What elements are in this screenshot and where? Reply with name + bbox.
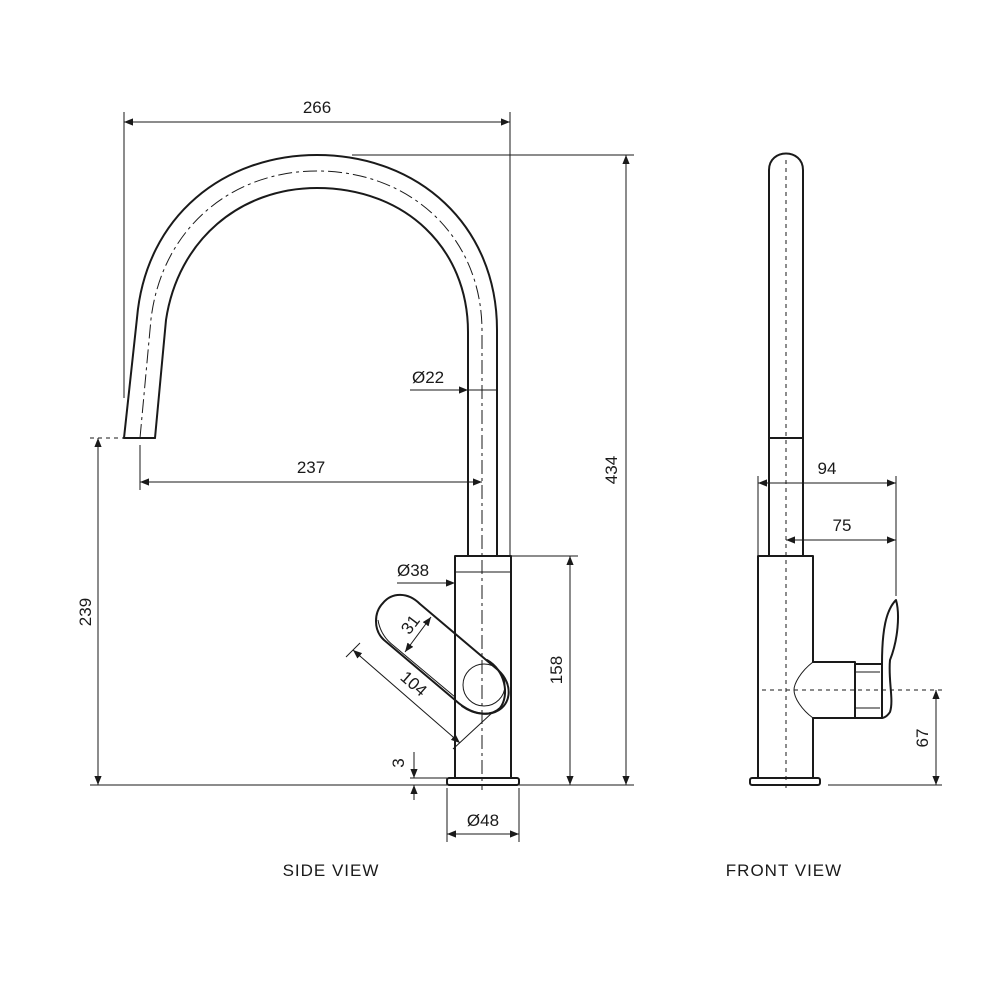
dim-body-height: 158 bbox=[547, 656, 566, 684]
spout-outer-edge bbox=[123, 154, 498, 557]
front-view-label: FRONT VIEW bbox=[726, 861, 842, 880]
spout-centerline bbox=[139, 170, 483, 790]
dim-handle-height: 67 bbox=[913, 729, 932, 748]
base-flange bbox=[446, 777, 520, 786]
dim-spout-diameter: Ø22 bbox=[412, 368, 444, 387]
dim-body-diameter: Ø38 bbox=[397, 561, 429, 580]
dim-line-handle-length bbox=[352, 649, 461, 744]
front-base-flange bbox=[749, 777, 821, 786]
dim-line-handle-width bbox=[404, 616, 432, 653]
dim-base-height: 3 bbox=[389, 758, 408, 767]
dim-outlet-height: 239 bbox=[76, 598, 95, 626]
front-spout bbox=[768, 152, 804, 557]
dim-overall-reach: 266 bbox=[303, 98, 331, 117]
dim-front-depth-total: 94 bbox=[818, 459, 837, 478]
side-view-label: SIDE VIEW bbox=[283, 861, 380, 880]
front-lever-handle bbox=[793, 599, 899, 719]
dim-outlet-reach: 237 bbox=[297, 458, 325, 477]
front-view: 94 75 67 FRONT VIEW bbox=[726, 152, 942, 880]
dim-overall-height: 434 bbox=[602, 456, 621, 484]
lever-handle bbox=[375, 593, 510, 715]
dim-base-diameter: Ø48 bbox=[467, 811, 499, 830]
spout-inner-edge bbox=[154, 187, 469, 557]
side-view: 266 434 Ø22 237 239 Ø38 158 31 104 bbox=[76, 98, 634, 880]
tap-body bbox=[454, 555, 512, 779]
dim-handle-width: 31 bbox=[397, 611, 424, 638]
dim-front-depth-handle: 75 bbox=[833, 516, 852, 535]
